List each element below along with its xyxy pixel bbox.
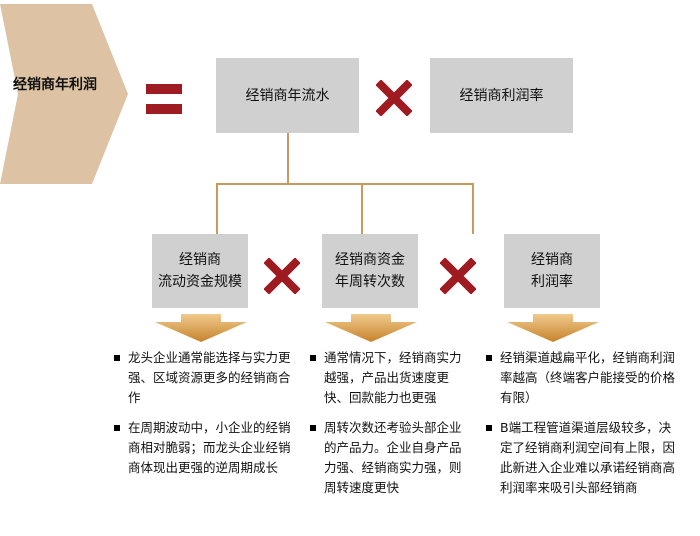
bullet-item: 周转次数还考验头部企业的产品力。企业自身产品力强、经销商实力强，则周转速度更快 xyxy=(310,418,470,498)
equals-icon xyxy=(146,84,182,116)
bullet-square-icon xyxy=(114,355,120,361)
bullet-item: B端工程管道渠道层级较多，决定了经销商利润空间有上限，因此新进入企业难以承诺经销… xyxy=(486,418,682,498)
connector-vertical xyxy=(287,133,289,184)
bullet-item: 在周期波动中，小企业的经销商相对脆弱；而龙头企业经销商体现出更强的逆周期成长 xyxy=(114,418,292,478)
bullets-column-capital: 龙头企业通常能选择与实力更强、区域资源更多的经销商合作 在周期波动中，小企业的经… xyxy=(114,348,292,488)
connector-right xyxy=(472,183,474,234)
box-profit-margin: 经销商利润率 xyxy=(430,58,573,133)
chevron-shape xyxy=(0,4,128,184)
bullets-column-turnover: 通常情况下，经销商实力越强，产品出货速度更快、回款能力也更强 周转次数还考验头部… xyxy=(310,348,470,508)
bullet-square-icon xyxy=(114,425,120,431)
factor-box-capital: 经销商 流动资金规模 xyxy=(152,234,248,308)
bullet-item: 龙头企业通常能选择与实力更强、区域资源更多的经销商合作 xyxy=(114,348,292,408)
connector-left xyxy=(216,183,218,234)
factor-box-margin: 经销商 利润率 xyxy=(504,234,600,308)
bullet-square-icon xyxy=(310,425,316,431)
multiply-icon xyxy=(264,258,300,294)
connector-horizontal xyxy=(216,183,474,185)
bullet-item: 经销渠道越扁平化，经销商利润率越高（终端客户能接受的价格有限） xyxy=(486,348,682,408)
bullet-square-icon xyxy=(486,425,492,431)
multiply-icon xyxy=(440,258,476,294)
multiply-icon xyxy=(376,80,412,116)
bullet-item: 通常情况下，经销商实力越强，产品出货速度更快、回款能力也更强 xyxy=(310,348,470,408)
chevron-label: 经销商年利润 xyxy=(13,77,97,93)
bullet-square-icon xyxy=(310,355,316,361)
bullets-column-margin: 经销渠道越扁平化，经销商利润率越高（终端客户能接受的价格有限） B端工程管道渠道… xyxy=(486,348,682,508)
box-annual-turnover: 经销商年流水 xyxy=(216,58,359,133)
factor-box-turnover: 经销商资金 年周转次数 xyxy=(322,234,418,308)
down-arrow-icon xyxy=(507,314,599,342)
connector-middle xyxy=(361,183,363,234)
down-arrow-icon xyxy=(325,314,417,342)
bullet-square-icon xyxy=(486,355,492,361)
down-arrow-icon xyxy=(155,314,247,342)
